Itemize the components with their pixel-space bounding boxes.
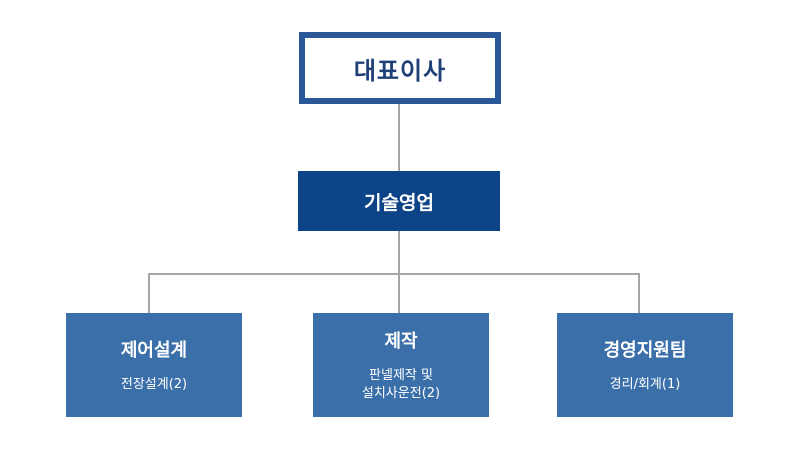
management-support-title: 경영지원팀 xyxy=(603,340,687,361)
connector-ceo-to-sales xyxy=(398,104,400,171)
production-box: 제작 판넬제작 및 설치사운전(2) xyxy=(313,313,489,417)
production-sub-line2: 설치사운전(2) xyxy=(361,386,441,401)
production-title: 제작 xyxy=(384,331,418,352)
management-support-sub: 경리/회계(1) xyxy=(609,377,681,392)
connector-sales-to-bus xyxy=(398,231,400,274)
connector-to-management xyxy=(638,273,640,313)
management-support-box: 경영지원팀 경리/회계(1) xyxy=(557,313,733,417)
ceo-title: 대표이사 xyxy=(353,56,447,85)
connector-to-production xyxy=(398,273,400,313)
technical-sales-title: 기술영업 xyxy=(364,191,434,214)
ceo-box: 대표이사 xyxy=(299,32,501,104)
connector-horizontal-bus xyxy=(148,273,640,275)
control-design-box: 제어설계 전장설계(2) xyxy=(66,313,242,417)
technical-sales-box: 기술영업 xyxy=(298,171,500,231)
connector-to-control-design xyxy=(148,273,150,313)
control-design-title: 제어설계 xyxy=(120,340,188,361)
control-design-sub: 전장설계(2) xyxy=(120,377,188,392)
production-sub-line1: 판넬제작 및 xyxy=(369,368,433,383)
